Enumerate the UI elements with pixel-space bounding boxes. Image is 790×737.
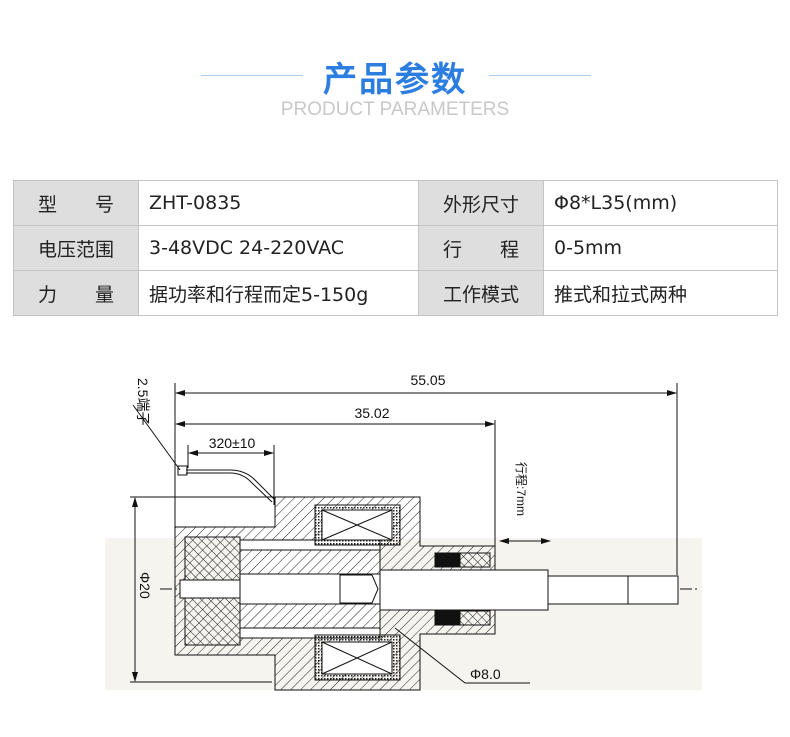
section-title: 产品参数 (323, 60, 467, 100)
param-label: 行程 (418, 225, 544, 271)
param-value: 推式和拉式两种 (543, 270, 778, 316)
param-label: 力量 (13, 270, 139, 316)
title-divider-right (489, 75, 591, 76)
table-row: 型号 ZHT-0835 外形尺寸 Φ8*L35(mm) (13, 180, 778, 226)
param-label: 外形尺寸 (418, 180, 544, 226)
dim-body-length: 35.02 (354, 405, 389, 421)
terminal-label: 2.5端子 (135, 378, 151, 425)
dim-wire-length: 320±10 (209, 435, 256, 451)
param-label: 型号 (13, 180, 139, 226)
stroke-label: 行程:7mm (514, 462, 529, 516)
dim-outer-diameter: Φ20 (137, 572, 153, 599)
param-value: 据功率和行程而定5-150g (138, 270, 419, 316)
dim-shaft-diameter: Φ8.0 (470, 666, 501, 682)
parameters-table: 型号 ZHT-0835 外形尺寸 Φ8*L35(mm) 电压范围 3-48VDC… (13, 180, 778, 316)
param-value: 3-48VDC 24-220VAC (138, 225, 419, 271)
title-divider-left (201, 75, 303, 76)
table-row: 力量 据功率和行程而定5-150g 工作模式 推式和拉式两种 (13, 270, 778, 316)
param-value: ZHT-0835 (138, 180, 419, 226)
section-subtitle: PRODUCT PARAMETERS (280, 99, 510, 120)
param-label: 工作模式 (418, 270, 544, 316)
solenoid-body (174, 496, 679, 691)
dim-overall-length: 55.05 (410, 372, 445, 388)
